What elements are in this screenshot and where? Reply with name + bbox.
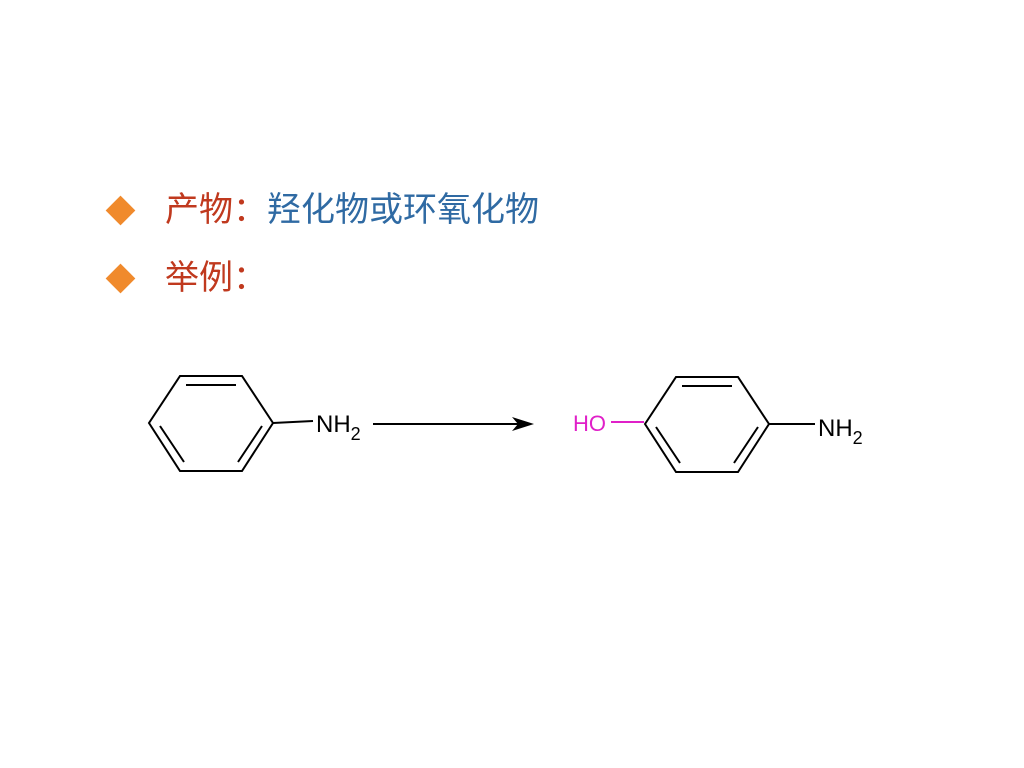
double-bond-inner-2 bbox=[237, 425, 263, 463]
product-aminophenol bbox=[643, 376, 815, 473]
arrow-head-icon bbox=[512, 417, 534, 431]
amine-label-product: NH2 bbox=[818, 415, 863, 448]
double-bond-inner-3 bbox=[159, 425, 185, 463]
amine-label-reactant: NH2 bbox=[316, 411, 361, 444]
bullet-item-example: 举例： bbox=[104, 258, 267, 298]
double-bond-inner-6 bbox=[655, 426, 681, 464]
reaction-arrow bbox=[373, 417, 534, 431]
bullet-value-products: 羟化物或环氧化物 bbox=[267, 190, 539, 230]
benzene-ring-reactant bbox=[147, 375, 275, 472]
benzene-ring-product bbox=[643, 376, 771, 473]
reactant-aniline bbox=[147, 375, 314, 472]
bullet-item-products: 产物： 羟化物或环氧化物 bbox=[104, 190, 539, 230]
bullet-label-example: 举例： bbox=[165, 258, 267, 298]
hydroxyl-label-product: HO bbox=[573, 411, 606, 436]
amine-bond-reactant bbox=[272, 420, 314, 424]
bullet-label-products: 产物： bbox=[165, 190, 267, 230]
double-bond-inner-5 bbox=[733, 426, 759, 464]
